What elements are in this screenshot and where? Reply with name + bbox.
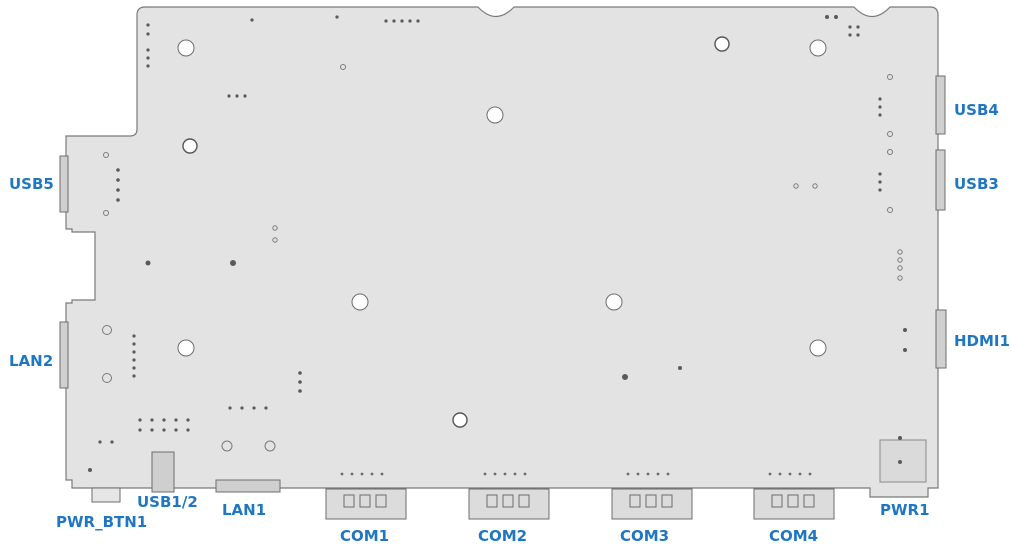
usb3-connector bbox=[935, 149, 946, 211]
lan1-connector bbox=[215, 479, 281, 493]
mounting-holes bbox=[177, 39, 827, 357]
pwr1-label: PWR1 bbox=[880, 501, 930, 519]
hdmi1-label: HDMI1 bbox=[954, 332, 1010, 350]
usb5-label: USB5 bbox=[9, 175, 54, 193]
power-button bbox=[91, 487, 121, 503]
components bbox=[88, 15, 907, 472]
port-pin-rows bbox=[340, 472, 812, 476]
com1-connector bbox=[325, 488, 407, 520]
pwr-btn1-label: PWR_BTN1 bbox=[56, 513, 148, 531]
com1-label: COM1 bbox=[340, 527, 390, 545]
usb12-label: USB1/2 bbox=[137, 493, 198, 511]
usb3-label: USB3 bbox=[954, 175, 999, 193]
board-outline bbox=[65, 6, 939, 498]
small-pads bbox=[102, 64, 903, 452]
com4-label: COM4 bbox=[769, 527, 819, 545]
pwr1-connector bbox=[879, 439, 927, 483]
usb4-label: USB4 bbox=[954, 101, 999, 119]
com3-label: COM3 bbox=[620, 527, 670, 545]
lan1-label: LAN1 bbox=[222, 501, 267, 519]
lan2-label: LAN2 bbox=[9, 352, 54, 370]
usb12-connector bbox=[151, 451, 175, 493]
com2-label: COM2 bbox=[478, 527, 528, 545]
com4-connector bbox=[753, 488, 835, 520]
usb5-connector bbox=[59, 155, 69, 213]
com2-connector bbox=[468, 488, 550, 520]
standoffs bbox=[182, 36, 730, 428]
lan2-connector bbox=[59, 321, 69, 389]
usb4-connector bbox=[935, 75, 946, 135]
com3-connector bbox=[611, 488, 693, 520]
hdmi1-connector bbox=[935, 309, 947, 369]
